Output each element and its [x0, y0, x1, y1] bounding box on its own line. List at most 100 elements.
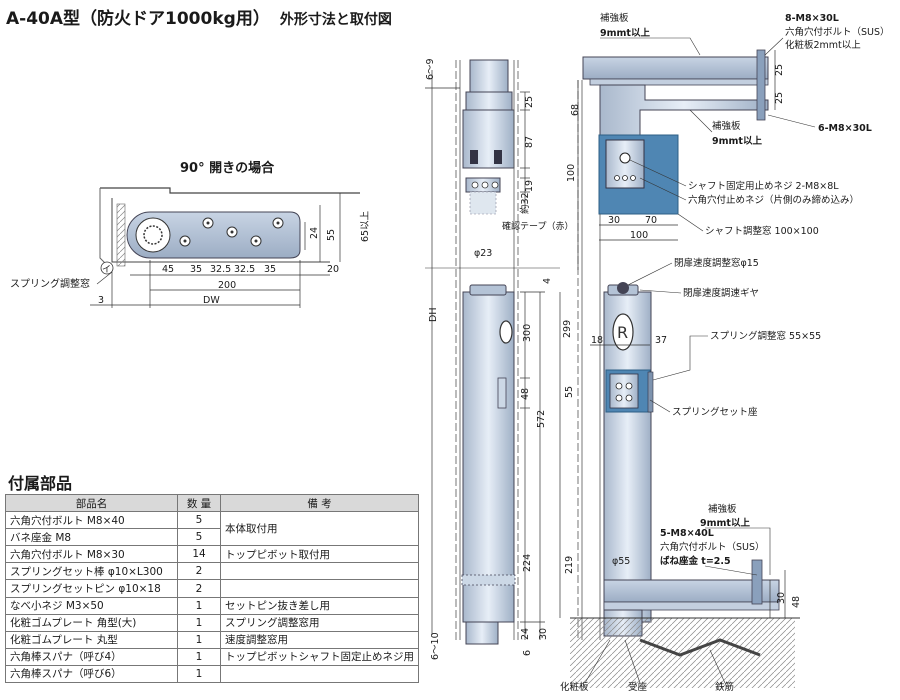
- seat-ground: 受座: [628, 681, 648, 693]
- speed-window-label: 閉扉速度調整窓φ15: [674, 257, 759, 269]
- closer-body-front: [462, 291, 515, 623]
- part-name: 化粧ゴムプレート 角型(大): [5, 613, 178, 632]
- speed-gear-label: 閉扉速度調速ギヤ: [683, 287, 759, 299]
- dim-300: 300: [522, 324, 533, 342]
- dim-48-base: 48: [791, 596, 802, 608]
- page-title: A-40A型（防火ドア1000kg用） 外形寸法と取付図: [6, 4, 392, 29]
- part-name: バネ座金 M8: [5, 528, 178, 547]
- dim-32-5b: 32.5: [234, 264, 255, 275]
- dim-35b: 35: [264, 264, 276, 275]
- part-name: なべ小ネジ M3×50: [5, 596, 178, 615]
- part-remark: [220, 579, 419, 598]
- shaft-screw-label: シャフト固定用止めネジ 2-M8×8L: [688, 180, 839, 192]
- dim-65-min: 65以上: [360, 210, 371, 242]
- front-view: 6～9 25 87 19 約32 φ23 DH 4 300 48 572 224…: [425, 58, 573, 660]
- dim-572: 572: [536, 410, 547, 428]
- dim-6-10: 6～10: [430, 632, 441, 660]
- cover-plate-ground: 化粧板: [560, 681, 589, 693]
- dim-dw: DW: [203, 295, 220, 306]
- part-remark: スプリング調整窓用: [220, 613, 419, 632]
- dim-18: 18: [591, 335, 603, 346]
- dim-19: 19: [524, 180, 535, 192]
- dim-100-h: 100: [630, 230, 648, 241]
- dim-55-side: 55: [564, 386, 575, 398]
- part-remark: [220, 664, 419, 684]
- dim-25-side-a: 25: [774, 64, 785, 76]
- dim-24: 24: [309, 227, 320, 239]
- dim-200: 200: [218, 280, 236, 291]
- side-view: R 25 25 68 100 30 70: [559, 12, 890, 693]
- dim-37: 37: [655, 335, 667, 346]
- dim-dh: DH: [428, 308, 439, 322]
- dim-phi23: φ23: [474, 248, 492, 259]
- part-name: 六角棒スパナ（呼び6）: [5, 664, 178, 684]
- part-qty: 1: [177, 613, 221, 632]
- title-main: A-40A型（防火ドア1000kg用）: [6, 9, 270, 29]
- dim-68: 68: [570, 104, 581, 116]
- rib-top-thickness: 9mmt以上: [600, 27, 650, 39]
- table-row: 六角棒スパナ（呼び6）1: [5, 664, 419, 684]
- header-part-name: 部品名: [5, 493, 178, 513]
- top-pivot-block: [469, 59, 509, 93]
- part-name: スプリングセットピン φ10×18: [5, 579, 178, 598]
- dim-45: 45: [162, 264, 174, 275]
- rib-bottom-thickness: 9mmt以上: [700, 517, 750, 529]
- part-name: 化粧ゴムプレート 丸型: [5, 630, 178, 649]
- part-qty: 5: [177, 511, 221, 530]
- dim-approx-32: 約32: [519, 192, 531, 214]
- plan-view: 90° 開きの場合 45 3: [10, 160, 371, 308]
- rib-mid-thickness: 9mmt以上: [712, 135, 762, 147]
- part-remark: トップピボット取付用: [220, 545, 419, 564]
- dim-25-front: 25: [524, 96, 535, 108]
- part-qty: 14: [177, 545, 221, 564]
- marker-i: イ: [102, 265, 111, 275]
- dim-24-front: 24: [520, 628, 531, 640]
- part-name: 六角穴付ボルト M8×30: [5, 545, 178, 564]
- spring-washer-label: ばね座金 t=2.5: [660, 555, 731, 567]
- dim-30-base: 30: [776, 592, 787, 604]
- hex-bolt-sus-bottom: 六角穴付ボルト（SUS）: [660, 541, 765, 553]
- part-qty: 1: [177, 647, 221, 666]
- part-qty: 2: [177, 579, 221, 598]
- part-remark: セットピン抜き差し用: [220, 596, 419, 615]
- dim-299: 299: [562, 320, 573, 338]
- bolt-6m8-label: 6-M8×30L: [818, 123, 872, 134]
- part-qty: 1: [177, 664, 221, 684]
- parts-table-header: 部品名 数 量 備 考: [5, 493, 419, 513]
- dim-100-v: 100: [566, 164, 577, 182]
- dim-55: 55: [326, 229, 337, 241]
- dim-32-5a: 32.5: [210, 264, 231, 275]
- hex-screw-label: 六角穴付止めネジ（片側のみ締め込み）: [688, 194, 859, 206]
- plan-heading: 90° 開きの場合: [180, 160, 275, 176]
- part-qty: 5: [177, 528, 221, 547]
- part-name: スプリングセット棒 φ10×L300: [5, 562, 178, 581]
- dim-48-front: 48: [520, 388, 531, 400]
- shaft-window-label: シャフト調整窓 100×100: [705, 225, 819, 237]
- part-remark: 速度調整窓用: [220, 630, 419, 649]
- svg-text:R: R: [617, 323, 628, 342]
- tape-label: 確認テープ（赤）: [502, 220, 573, 232]
- dim-phi55: φ55: [612, 556, 630, 567]
- title-sub: 外形寸法と取付図: [279, 12, 392, 28]
- dim-25-side-b: 25: [774, 92, 785, 104]
- part-remark: トップピボットシャフト固定止めネジ用: [220, 647, 419, 666]
- parts-heading: 付属部品: [8, 474, 73, 493]
- dim-3: 3: [98, 295, 104, 306]
- spring-window-label: スプリング調整窓 55×55: [710, 330, 821, 342]
- plan-spring-window-label: スプリング調整窓: [10, 277, 90, 290]
- dim-6-9: 6～9: [425, 58, 436, 80]
- part-qty: 1: [177, 596, 221, 615]
- dim-70: 70: [645, 215, 657, 226]
- bolt-8m8-label: 8-M8×30L: [785, 13, 839, 24]
- rib-top-label: 補強板: [600, 12, 629, 24]
- part-name: 六角棒スパナ（呼び4）: [5, 647, 178, 666]
